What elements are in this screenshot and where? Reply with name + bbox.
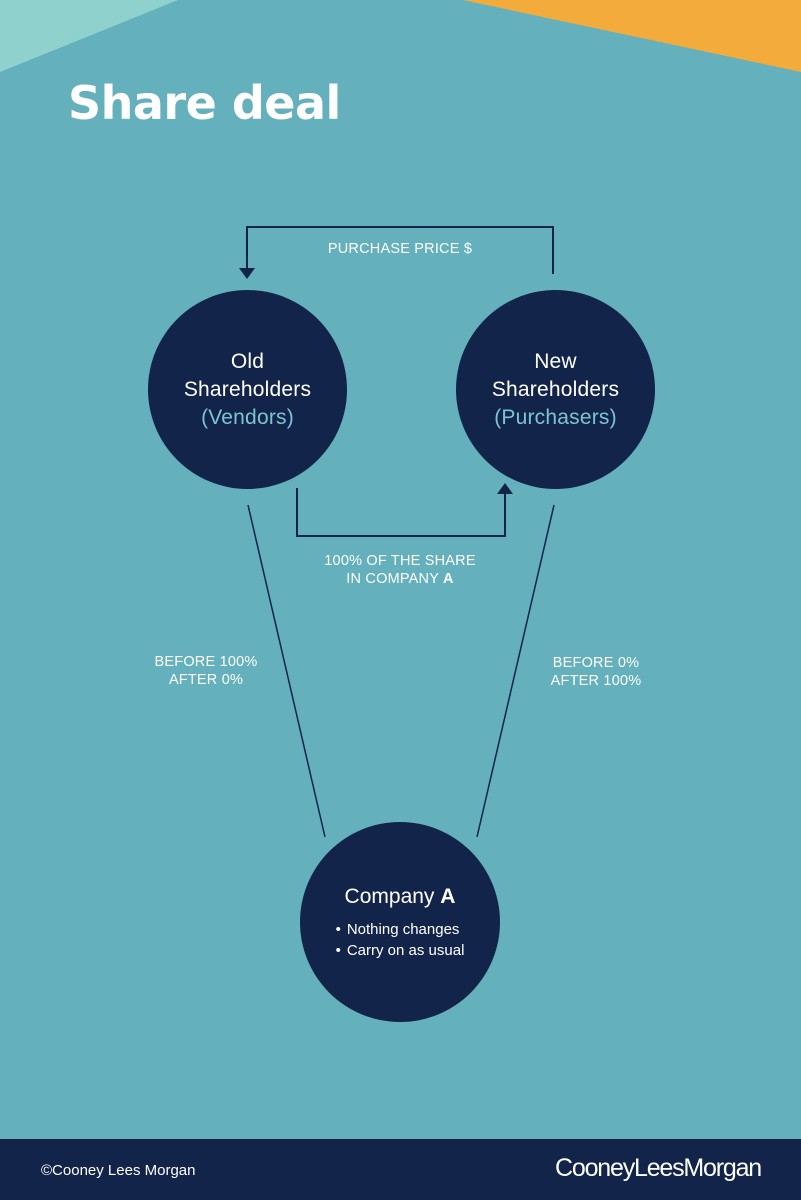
company-node: Company A Nothing changes Carry on as us… <box>300 822 500 1022</box>
company-bullet-item: Nothing changes <box>336 919 465 940</box>
page-title: Share deal <box>68 76 341 130</box>
old-shareholders-line1: Old <box>230 349 265 373</box>
new-shareholders-ownership-label: BEFORE 0% AFTER 100% <box>516 654 676 690</box>
old-shareholders-ownership-label: BEFORE 100% AFTER 0% <box>126 653 286 689</box>
share-transfer-company-letter: A <box>443 571 454 587</box>
purchase-price-connector <box>246 226 554 274</box>
purchase-price-text: PURCHASE PRICE $ <box>327 241 473 257</box>
old-shareholders-ownership-line <box>247 504 326 838</box>
company-bullet-item: Carry on as usual <box>336 940 465 961</box>
old-before-text: BEFORE 100% <box>154 654 258 670</box>
new-shareholders-line1: New <box>534 349 577 373</box>
purchase-price-arrowhead <box>239 268 255 279</box>
share-transfer-connector <box>296 488 506 537</box>
share-transfer-line2: IN COMPANY A <box>285 570 515 588</box>
old-after-text: AFTER 0% <box>168 672 244 688</box>
corner-decoration-orange <box>463 0 801 72</box>
share-transfer-prefix: IN COMPANY <box>346 571 444 587</box>
old-shareholders-line2: Shareholders <box>183 377 312 401</box>
company-letter: A <box>440 885 456 908</box>
share-transfer-label: 100% OF THE SHARE IN COMPANY A <box>285 552 515 588</box>
old-shareholders-node: Old Shareholders (Vendors) <box>148 290 347 489</box>
new-after-text: AFTER 100% <box>550 673 642 689</box>
share-transfer-line1: 100% OF THE SHARE <box>324 553 476 569</box>
share-transfer-arrowhead <box>497 483 513 494</box>
purchase-price-label: PURCHASE PRICE $ <box>300 240 500 258</box>
new-before-text: BEFORE 0% <box>552 655 640 671</box>
new-shareholders-role: (Purchasers) <box>494 405 617 429</box>
new-shareholders-ownership-line <box>476 504 555 838</box>
footer-bar: ©Cooney Lees Morgan CooneyLeesMorgan <box>0 1139 801 1200</box>
copyright-text: ©Cooney Lees Morgan <box>41 1162 196 1179</box>
new-shareholders-line2: Shareholders <box>491 377 620 401</box>
company-name: Company <box>344 885 435 908</box>
company-bullet-list: Nothing changes Carry on as usual <box>336 919 465 961</box>
company-title: Company A <box>345 883 456 911</box>
brand-logo: CooneyLeesMorgan <box>555 1154 762 1182</box>
new-shareholders-node: New Shareholders (Purchasers) <box>456 290 655 489</box>
old-shareholders-role: (Vendors) <box>201 405 294 429</box>
corner-decoration-teal <box>0 0 178 72</box>
